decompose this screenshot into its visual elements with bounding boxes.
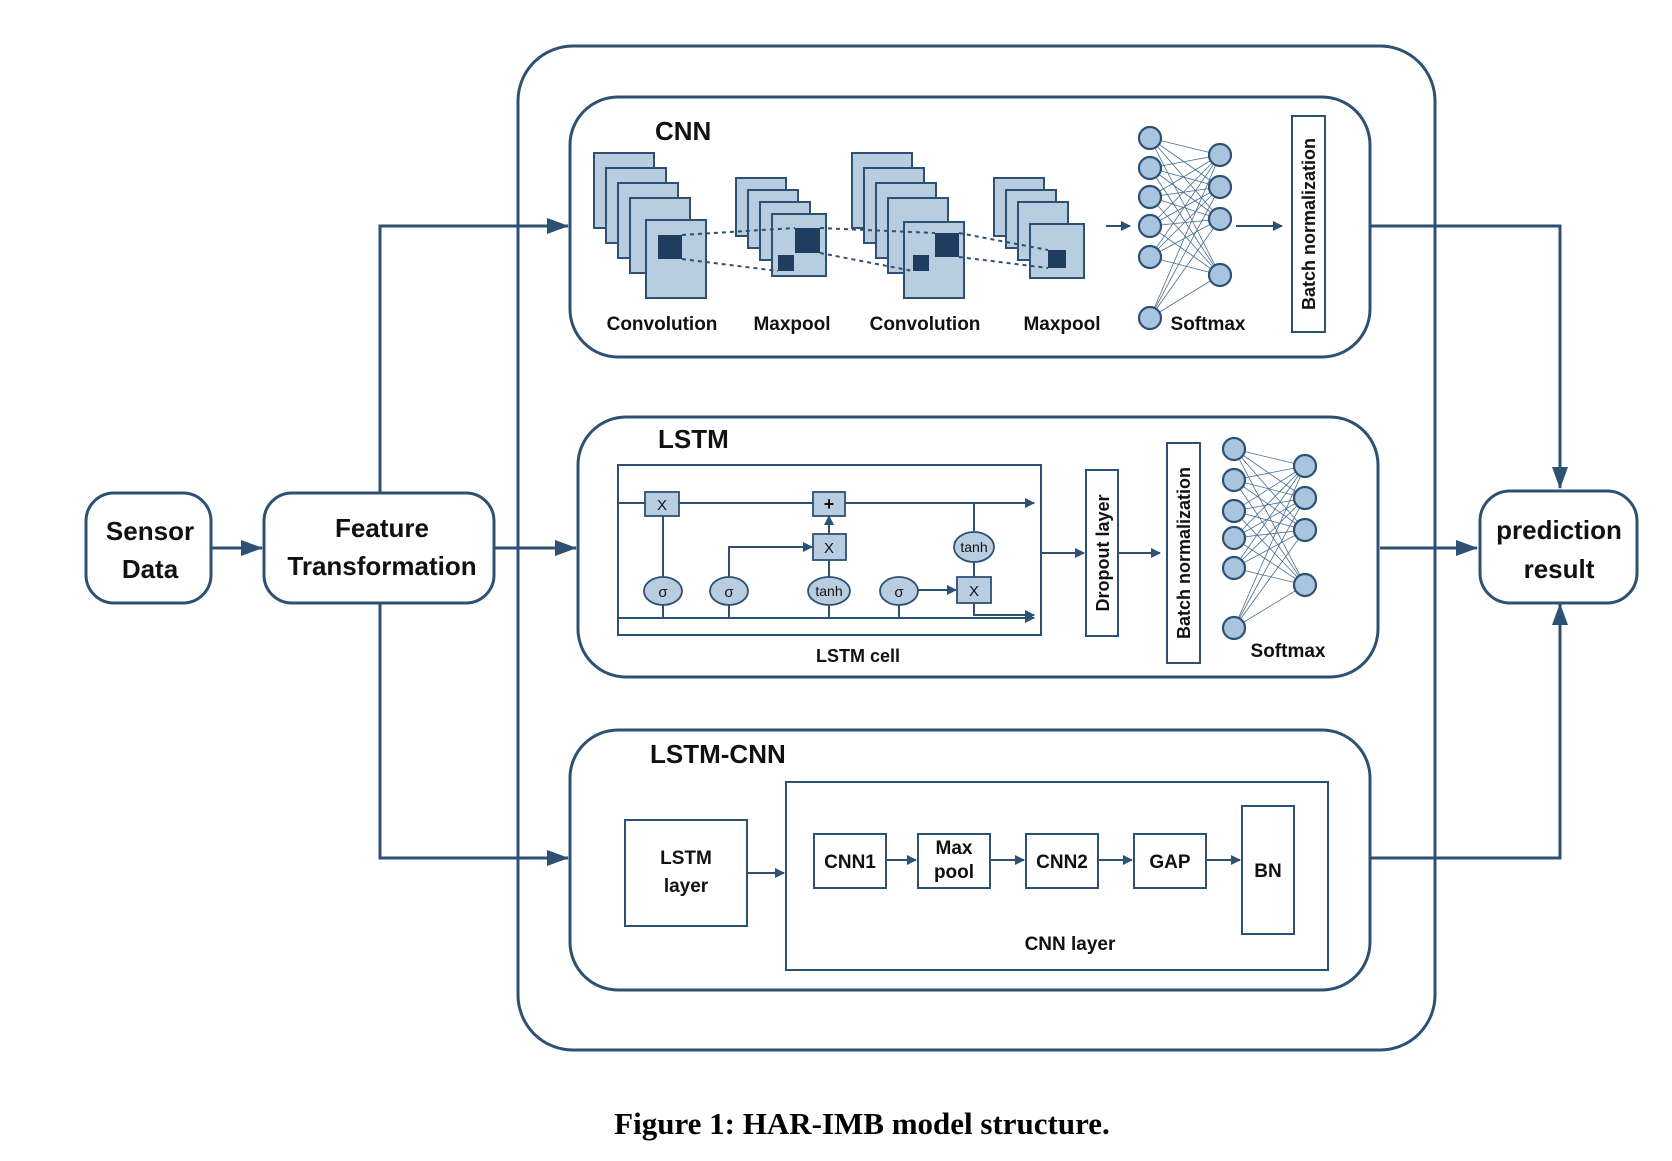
lstm-nn-connections [1233, 448, 1306, 629]
feature-line-2: Transformation [287, 551, 476, 581]
prediction-result-box: prediction result [1478, 489, 1639, 605]
lstm-softmax-label: Softmax [1251, 641, 1326, 662]
lstm-output-mult-label: X [969, 583, 979, 600]
lstm-tanh-1 [807, 576, 851, 606]
lstm-cnn-block [568, 728, 1372, 992]
lstm-sigma-3-label: σ [894, 584, 904, 601]
feature-transformation-box: Feature Transformation [262, 491, 496, 605]
cnn-nn-connections [1149, 137, 1221, 319]
lstm-input-mult [812, 533, 847, 561]
maxpool-line-1: Max [936, 838, 973, 859]
lstm-output-mult [956, 576, 992, 604]
output-line-2: result [1524, 554, 1595, 584]
lstm-forget-mult [644, 491, 680, 517]
lstm-add [812, 491, 846, 517]
lstm-dropout-label: Dropout layer [1093, 494, 1113, 611]
lstm-sigma-2-label: σ [724, 584, 734, 601]
bn-box: BN [1241, 805, 1295, 935]
cnn-batch-norm-box: Batch normalization [1291, 115, 1326, 333]
cnn2-box: CNN2 [1025, 833, 1099, 889]
lstm-block [576, 415, 1380, 679]
lstm-tanh-2 [953, 531, 995, 563]
cnn-pool2-maps [993, 177, 1085, 279]
figure-caption: Figure 1: HAR-IMB model structure. [614, 1106, 1110, 1141]
lstm-add-label: + [824, 494, 835, 514]
cnn-title: CNN [655, 116, 711, 146]
cnn1-box: CNN1 [813, 833, 887, 889]
cnn-layer-label: CNN layer [1025, 934, 1116, 955]
bn-label: BN [1254, 861, 1281, 882]
cnn-conv2-label: Convolution [870, 314, 981, 335]
cnn1-label: CNN1 [824, 852, 876, 873]
lstm-forget-mult-label: X [657, 497, 667, 514]
cnn-softmax-label: Softmax [1171, 314, 1246, 335]
lstm-tanh-1-label: tanh [815, 583, 842, 599]
lstm-sigma-2 [709, 576, 749, 606]
gap-box: GAP [1133, 833, 1207, 889]
lstm-title: LSTM [658, 424, 729, 454]
lstm-cell-box [617, 464, 1042, 636]
cnn-dashed-projections [681, 227, 1049, 272]
lstm-bn-label: Batch normalization [1174, 467, 1194, 639]
cnn-block [568, 95, 1372, 359]
lstm-tanh-2-label: tanh [960, 539, 987, 555]
lstm-layer-box: LSTM layer [624, 819, 748, 927]
feature-line-1: Feature [335, 513, 429, 543]
sensor-line-2: Data [122, 554, 179, 584]
lstm-layer-line-1: LSTM [660, 848, 712, 869]
lstm-layer-line-2: layer [664, 876, 709, 897]
lstm-sigma-1 [643, 576, 683, 606]
cnn-bn-label: Batch normalization [1299, 138, 1319, 310]
lstm-nn-nodes [1221, 436, 1318, 641]
lstm-sigma-1-label: σ [658, 584, 668, 601]
output-line-1: prediction [1496, 515, 1622, 545]
cnn2-label: CNN2 [1036, 852, 1088, 873]
cnn-pool2-label: Maxpool [1023, 314, 1100, 335]
output-arrows [1371, 224, 1568, 860]
cnn-pool1-maps [735, 177, 827, 277]
lstm-batch-norm-box: Batch normalization [1166, 442, 1201, 664]
cnn-conv1-maps [593, 152, 707, 299]
cnn-conv1-label: Convolution [607, 314, 718, 335]
cnn-pool1-label: Maxpool [753, 314, 830, 335]
cnn-layer-box [785, 781, 1329, 971]
maxpool-box: Max pool [917, 833, 991, 889]
lstm-input-mult-label: X [824, 540, 834, 557]
gap-label: GAP [1149, 852, 1191, 873]
feature-branch-arrows [378, 218, 577, 866]
cnn-nn-nodes [1137, 125, 1233, 331]
lstm-cnn-title: LSTM-CNN [650, 739, 786, 769]
sensor-line-1: Sensor [106, 516, 194, 546]
sensor-data-box: Sensor Data [84, 491, 213, 605]
lstm-sigma-3 [879, 576, 919, 606]
maxpool-line-2: pool [934, 862, 974, 883]
lstm-dropout-box: Dropout layer [1085, 469, 1119, 637]
cnn-conv2-maps [851, 152, 965, 299]
lstm-cell-label: LSTM cell [816, 646, 900, 666]
